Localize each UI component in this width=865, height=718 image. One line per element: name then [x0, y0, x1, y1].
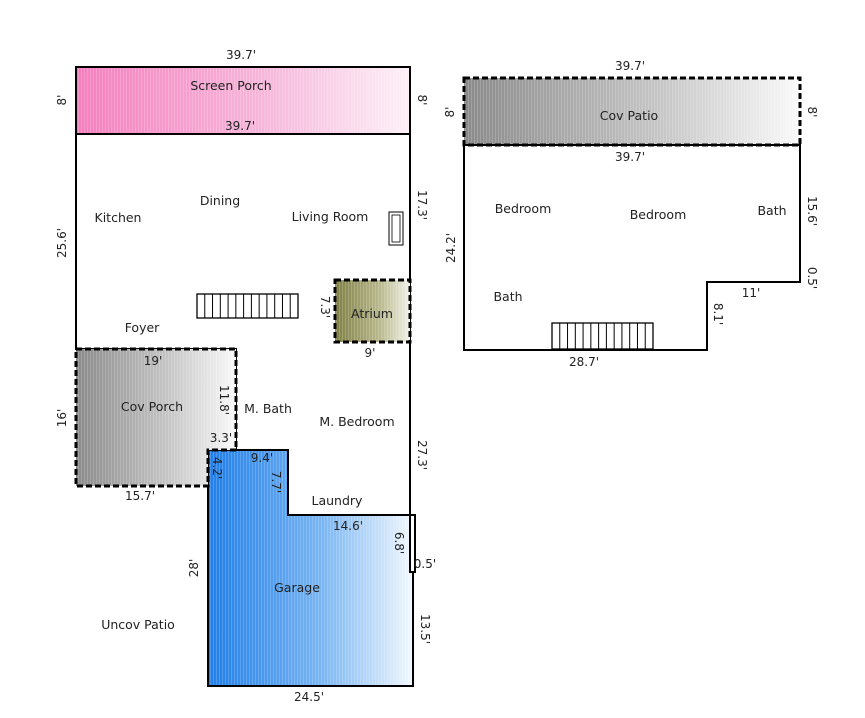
dim-right-middle: 27.3'	[415, 440, 429, 470]
dim-patio-right: 8'	[805, 107, 819, 118]
room-label-m-bath: M. Bath	[244, 401, 292, 416]
dim-main-right-upper: 17.3'	[415, 190, 429, 220]
garage-area	[207, 449, 414, 687]
room-label-living-room: Living Room	[292, 209, 369, 224]
dim-covporch-right: 11.8'	[217, 385, 231, 415]
dim-garage-notch-side: 7.7'	[269, 471, 283, 493]
dim-main-left: 25.6'	[55, 228, 69, 258]
second-floor-outline	[463, 144, 801, 351]
stair-outline	[551, 322, 654, 350]
dim-porch-top: 39.7'	[226, 48, 256, 62]
dim-atrium-side: 7.3'	[318, 296, 332, 318]
stairs-first-floor	[196, 293, 299, 319]
dim-notch-top: 11'	[742, 286, 761, 300]
atrium-area	[333, 278, 412, 344]
room-label-dining: Dining	[200, 193, 240, 208]
room-label-atrium: Atrium	[351, 306, 393, 321]
dim-notch-side: 8.1'	[711, 303, 725, 325]
room-label-uncov-patio: Uncov Patio	[101, 617, 175, 632]
room-label-garage: Garage	[274, 580, 320, 595]
dim-garage-bottom: 24.5'	[294, 690, 324, 704]
room-label-kitchen: Kitchen	[95, 210, 142, 225]
dim-garage-left-top: 4.2'	[210, 457, 224, 479]
dim-porch-right: 8'	[415, 95, 429, 106]
dim-second-bottom: 28.7'	[569, 355, 599, 369]
dim-covporch-step: 3.3'	[210, 431, 232, 445]
room-label-cov-patio: Cov Patio	[600, 108, 658, 123]
dim-patio-top: 39.7'	[615, 59, 645, 73]
fireplace	[388, 211, 404, 246]
room-label-bedroom-2: Bedroom	[630, 207, 687, 222]
dim-garage-jog: 0.5'	[414, 557, 436, 571]
screen-porch	[75, 66, 411, 135]
dim-garage-right-upper: 6.8'	[392, 532, 406, 554]
dim-patio-bottom: 39.7'	[615, 150, 645, 164]
dim-covporch-top: 19'	[144, 354, 163, 368]
room-label-m-bedroom: M. Bedroom	[319, 414, 394, 429]
dim-garage-right-lower: 13.5'	[418, 614, 432, 644]
stair-outline	[196, 293, 299, 319]
dim-patio-left: 8'	[443, 107, 457, 118]
dim-upper-right: 15.6'	[805, 196, 819, 226]
dim-porch-bottom: 39.7'	[225, 119, 255, 133]
stairs-second-floor	[551, 322, 654, 350]
dim-porch-left: 8'	[55, 95, 69, 106]
room-label-cov-porch: Cov Porch	[121, 399, 183, 414]
dim-right-jog: 0.5'	[805, 267, 819, 289]
cov-patio-area	[462, 76, 802, 147]
room-label-bedroom-1: Bedroom	[495, 201, 552, 216]
dim-laundry-bottom: 14.6'	[333, 519, 363, 533]
dim-covporch-left: 16'	[55, 409, 69, 428]
dim-atrium-bottom: 9'	[365, 346, 376, 360]
room-label-bath-right: Bath	[757, 203, 786, 218]
dim-garage-left: 28'	[187, 559, 201, 578]
dim-covporch-bottom: 15.7'	[125, 489, 155, 503]
room-label-screen-porch: Screen Porch	[190, 78, 271, 93]
room-label-bath-left: Bath	[493, 289, 522, 304]
room-label-laundry: Laundry	[312, 493, 364, 508]
dim-garage-notch-top: 9.4'	[251, 451, 273, 465]
cov-porch-area	[74, 347, 238, 488]
room-label-foyer: Foyer	[125, 320, 160, 335]
dim-upper-left: 24.2'	[444, 233, 458, 263]
